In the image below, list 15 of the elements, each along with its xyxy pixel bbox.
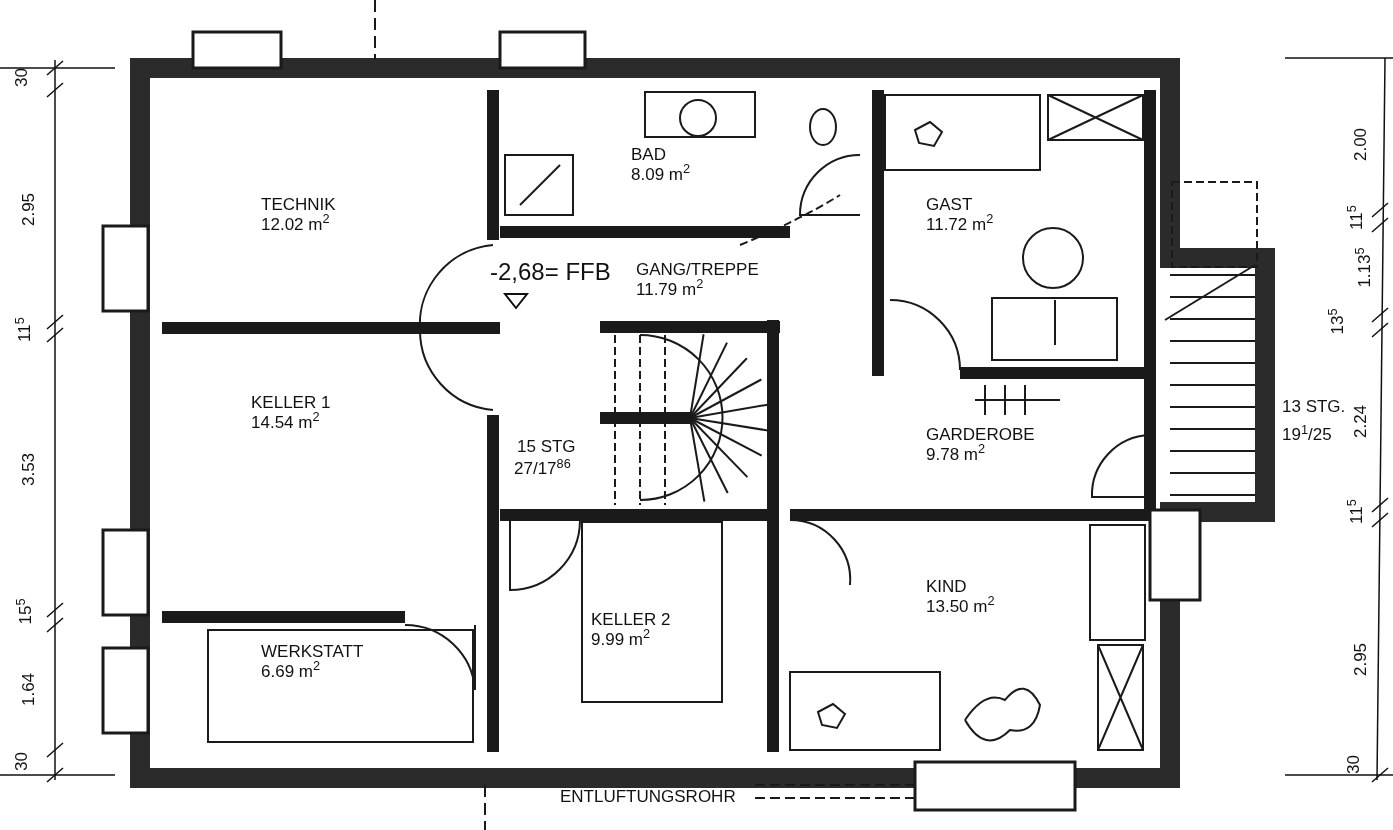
dimension-label: 2.95 [20, 192, 38, 227]
dimension-label: 2.00 [1352, 127, 1370, 162]
plan-note: 15 STG [517, 438, 576, 455]
dimension-label: 30 [12, 68, 30, 87]
plan-note: 13 STG. [1282, 398, 1346, 415]
dimension-label: 1.64 [20, 672, 38, 707]
dimension-label: 2.24 [1352, 404, 1370, 439]
plan-note: 27/17$^{86}$ [514, 460, 571, 477]
dimension-label: 3.53 [20, 452, 38, 487]
plan-note: -2,68= FFB [490, 260, 611, 284]
dimension-label: 2.95 [1352, 642, 1370, 677]
dimension-label: 30 [12, 752, 30, 771]
plan-note: 19$^{1}$/25 [1282, 426, 1332, 443]
plan-note: ENTLUFTUNGSROHR [560, 788, 736, 805]
dimension-label: 30 [1344, 755, 1362, 774]
